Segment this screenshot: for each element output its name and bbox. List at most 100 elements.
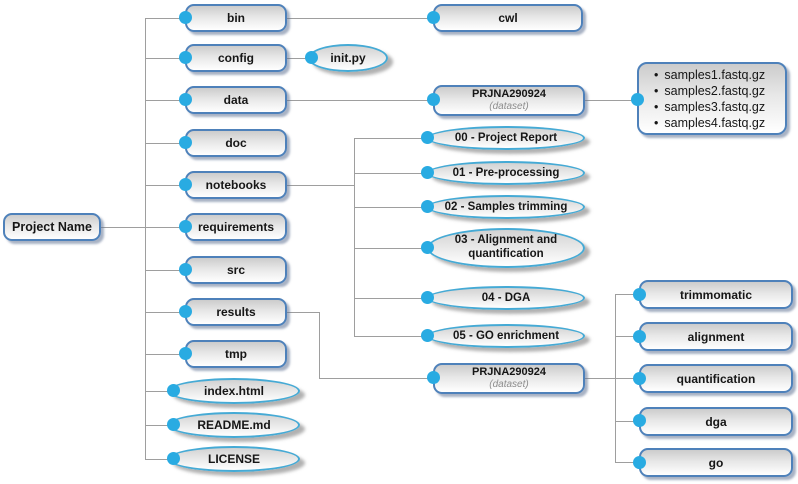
connector-line	[145, 18, 185, 19]
connector-dot-icon	[421, 291, 434, 304]
connector-dot-icon	[305, 51, 318, 64]
sample-label: samples4.fastq.gz	[664, 115, 766, 130]
node-notebooks: notebooks	[185, 171, 287, 199]
node-label: config	[218, 51, 254, 65]
connector-dot-icon	[633, 456, 646, 469]
connector-line	[145, 459, 174, 460]
node-notebook-04: 04 - DGA	[427, 286, 585, 310]
sample-label: samples3.fastq.gz	[664, 99, 766, 114]
list-item: • samples1.fastq.gz	[654, 67, 765, 83]
bullet-icon: •	[654, 83, 659, 98]
connector-dot-icon	[421, 166, 434, 179]
sample-label: samples1.fastq.gz	[664, 67, 766, 82]
node-cwl: cwl	[433, 4, 583, 32]
node-label: README.md	[197, 418, 271, 432]
node-doc: doc	[185, 129, 287, 157]
node-label: dga	[705, 414, 727, 429]
node-notebook-02: 02 - Samples trimming	[427, 195, 585, 219]
connector-dot-icon	[421, 329, 434, 342]
connector-line	[145, 391, 174, 392]
connector-dot-icon	[179, 93, 192, 106]
connector-line	[585, 100, 637, 101]
bullet-icon: •	[654, 115, 659, 130]
connector-line	[354, 298, 427, 299]
list-item: • samples2.fastq.gz	[654, 83, 765, 99]
node-label: go	[708, 455, 724, 470]
sample-label: samples2.fastq.gz	[664, 83, 766, 98]
connector-line	[354, 138, 427, 139]
node-src: src	[185, 256, 287, 284]
node-data: data	[185, 86, 287, 114]
connector-line	[615, 462, 639, 463]
bullet-icon: •	[654, 99, 659, 114]
node-label: PRJNA290924	[472, 366, 546, 379]
node-go: go	[639, 448, 793, 477]
connector-line	[145, 100, 185, 101]
node-label: index.html	[203, 384, 264, 398]
node-label: tmp	[225, 347, 247, 361]
connector-dot-icon	[633, 288, 646, 301]
connector-dot-icon	[633, 414, 646, 427]
node-alignment: alignment	[639, 322, 793, 351]
connector-line	[101, 227, 145, 228]
node-samples-list: • samples1.fastq.gz • samples2.fastq.gz • s…	[637, 62, 787, 135]
node-label: 00 - Project Report	[454, 132, 558, 144]
node-label: cwl	[498, 11, 518, 25]
connector-line	[319, 312, 320, 378]
connector-line	[145, 270, 185, 271]
connector-line	[354, 207, 427, 208]
node-label: PRJNA290924	[472, 88, 546, 101]
connector-line	[145, 425, 174, 426]
node-label: results	[216, 305, 256, 319]
node-label: 02 - Samples trimming	[444, 201, 568, 213]
connector-dot-icon	[421, 131, 434, 144]
connector-dot-icon	[633, 330, 646, 343]
connector-dot-icon	[633, 372, 646, 385]
node-label: 01 - Pre-processing	[452, 167, 560, 179]
node-results: results	[185, 298, 287, 326]
connector-line	[354, 248, 427, 249]
node-label: quantification	[676, 371, 756, 386]
node-notebook-03: 03 - Alignment and quantification	[427, 228, 585, 268]
connector-dot-icon	[179, 51, 192, 64]
connector-dot-icon	[179, 136, 192, 149]
connector-dot-icon	[179, 11, 192, 24]
connector-line	[615, 294, 639, 295]
connector-line	[145, 227, 185, 228]
node-sublabel: (dataset)	[489, 101, 529, 113]
connector-line	[145, 312, 185, 313]
connector-dot-icon	[167, 384, 180, 397]
connector-dot-icon	[421, 200, 434, 213]
connector-dot-icon	[427, 11, 440, 24]
connector-line	[287, 185, 354, 186]
connector-dot-icon	[179, 263, 192, 276]
node-license: LICENSE	[168, 446, 300, 472]
connector-dot-icon	[179, 220, 192, 233]
connector-dot-icon	[631, 93, 644, 106]
connector-dot-icon	[179, 347, 192, 360]
connector-dot-icon	[179, 305, 192, 318]
node-label: 05 - GO enrichment	[452, 330, 560, 342]
connector-line	[615, 378, 639, 379]
node-label: Project Name	[12, 220, 92, 234]
connector-line	[145, 354, 185, 355]
node-label: data	[223, 93, 249, 107]
connector-line	[145, 143, 185, 144]
connector-line	[287, 312, 320, 313]
connector-line	[354, 138, 355, 336]
node-data-dataset: PRJNA290924 (dataset)	[433, 85, 585, 116]
connector-dot-icon	[421, 241, 434, 254]
connector-line	[145, 58, 185, 59]
node-readme-md: README.md	[168, 412, 300, 438]
bullet-icon: •	[654, 67, 659, 82]
node-config: config	[185, 44, 287, 72]
node-label: notebooks	[205, 178, 267, 192]
connector-line	[585, 378, 615, 379]
node-dga: dga	[639, 407, 793, 436]
node-label: 03 - Alignment and quantification	[454, 234, 558, 260]
node-label: src	[226, 263, 246, 277]
connector-line	[145, 18, 146, 459]
node-label: bin	[227, 11, 245, 25]
connector-line	[287, 58, 314, 59]
